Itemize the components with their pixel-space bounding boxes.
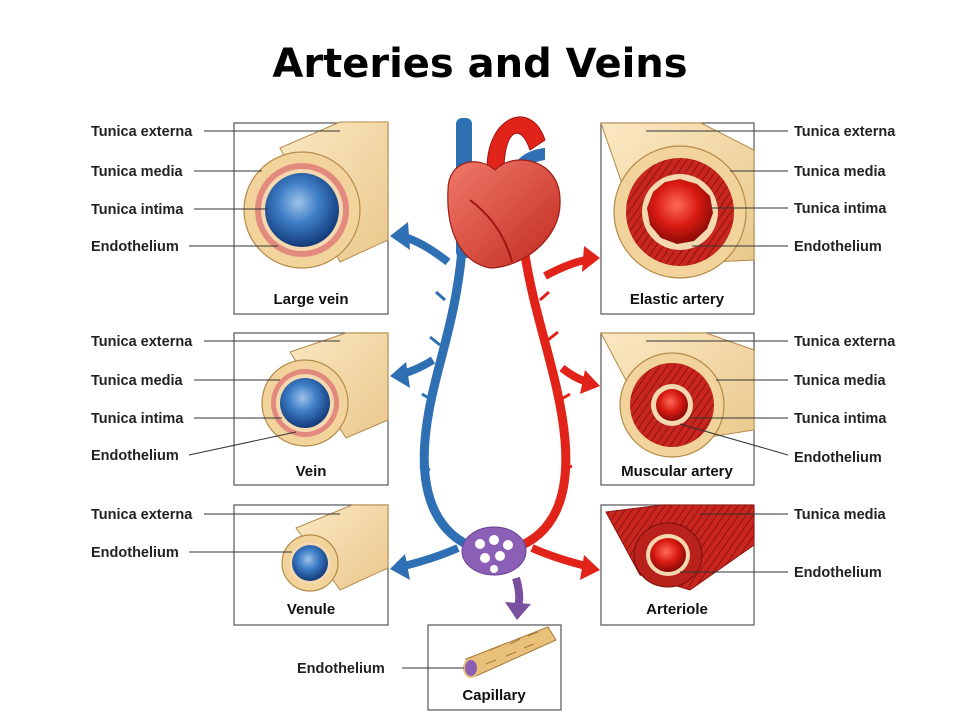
vein-path (419, 245, 480, 553)
vein-label-tunica-intima: Tunica intima (91, 411, 184, 427)
large-vein-label-tunica-intima: Tunica intima (91, 202, 184, 218)
vein-label-endothelium: Endothelium (91, 448, 179, 464)
arrow-to-muscular-artery (580, 370, 600, 394)
vein-panel: Vein Tunica externa Tunica media Tunica … (91, 332, 389, 486)
venule-lumen (292, 545, 328, 581)
large-vein-label-tunica-externa: Tunica externa (91, 124, 193, 140)
capillary-caption: Capillary (462, 687, 526, 704)
muscular-artery-lumen (656, 389, 688, 421)
vein-lumen (280, 378, 330, 428)
muscular-artery-label-tunica-externa: Tunica externa (794, 334, 896, 350)
elastic-artery-lumen (647, 179, 713, 244)
artery-path (510, 250, 571, 553)
arrow-to-venule (390, 554, 410, 580)
muscular-artery-caption: Muscular artery (621, 463, 733, 480)
arteriole-label-tunica-media: Tunica media (794, 507, 887, 523)
arrow-to-vein (390, 362, 410, 388)
muscular-artery-label-endothelium: Endothelium (794, 450, 882, 466)
venule-label-tunica-externa: Tunica externa (91, 507, 193, 523)
capillary-label-endothelium: Endothelium (297, 661, 385, 677)
venule-label-endothelium: Endothelium (91, 545, 179, 561)
elastic-artery-panel: Elastic artery Tunica externa Tunica med… (600, 122, 896, 315)
capillary-bed (461, 526, 527, 576)
venule-panel: Venule Tunica externa Endothelium (91, 504, 389, 626)
vein-caption: Vein (296, 463, 327, 480)
arrow-to-large-vein (390, 222, 410, 250)
elastic-artery-label-tunica-intima: Tunica intima (794, 201, 887, 217)
arrow-to-arteriole (580, 555, 600, 580)
page-title: Arteries and Veins (272, 41, 688, 87)
elastic-artery-label-tunica-externa: Tunica externa (794, 124, 896, 140)
muscular-artery-label-tunica-intima: Tunica intima (794, 411, 887, 427)
arrow-to-elastic-artery (582, 246, 600, 272)
arteriole-panel: Arteriole Tunica media Endothelium (600, 504, 887, 626)
elastic-artery-label-tunica-media: Tunica media (794, 164, 887, 180)
elastic-artery-label-endothelium: Endothelium (794, 239, 882, 255)
elastic-artery-caption: Elastic artery (630, 291, 725, 308)
venule-caption: Venule (287, 601, 335, 618)
capillary-panel: Capillary Endothelium (297, 624, 562, 711)
arteriole-caption: Arteriole (646, 601, 708, 618)
muscular-artery-label-tunica-media: Tunica media (794, 373, 887, 389)
heart (447, 116, 561, 269)
large-vein-lumen (265, 173, 339, 247)
vein-label-tunica-media: Tunica media (91, 373, 184, 389)
large-vein-caption: Large vein (273, 291, 348, 308)
flow-arrows (390, 222, 600, 620)
large-vein-label-endothelium: Endothelium (91, 239, 179, 255)
large-vein-label-tunica-media: Tunica media (91, 164, 184, 180)
arteriole-lumen (650, 538, 686, 572)
large-vein-panel: Large vein Tunica externa Tunica media T… (91, 121, 389, 315)
muscular-artery-panel: Muscular artery Tunica externa Tunica me… (600, 332, 896, 486)
capillary-lumen (463, 658, 479, 678)
vein-label-tunica-externa: Tunica externa (91, 334, 193, 350)
vessel-loop (419, 245, 573, 576)
arrow-to-capillary (505, 602, 531, 620)
arteriole-label-endothelium: Endothelium (794, 565, 882, 581)
